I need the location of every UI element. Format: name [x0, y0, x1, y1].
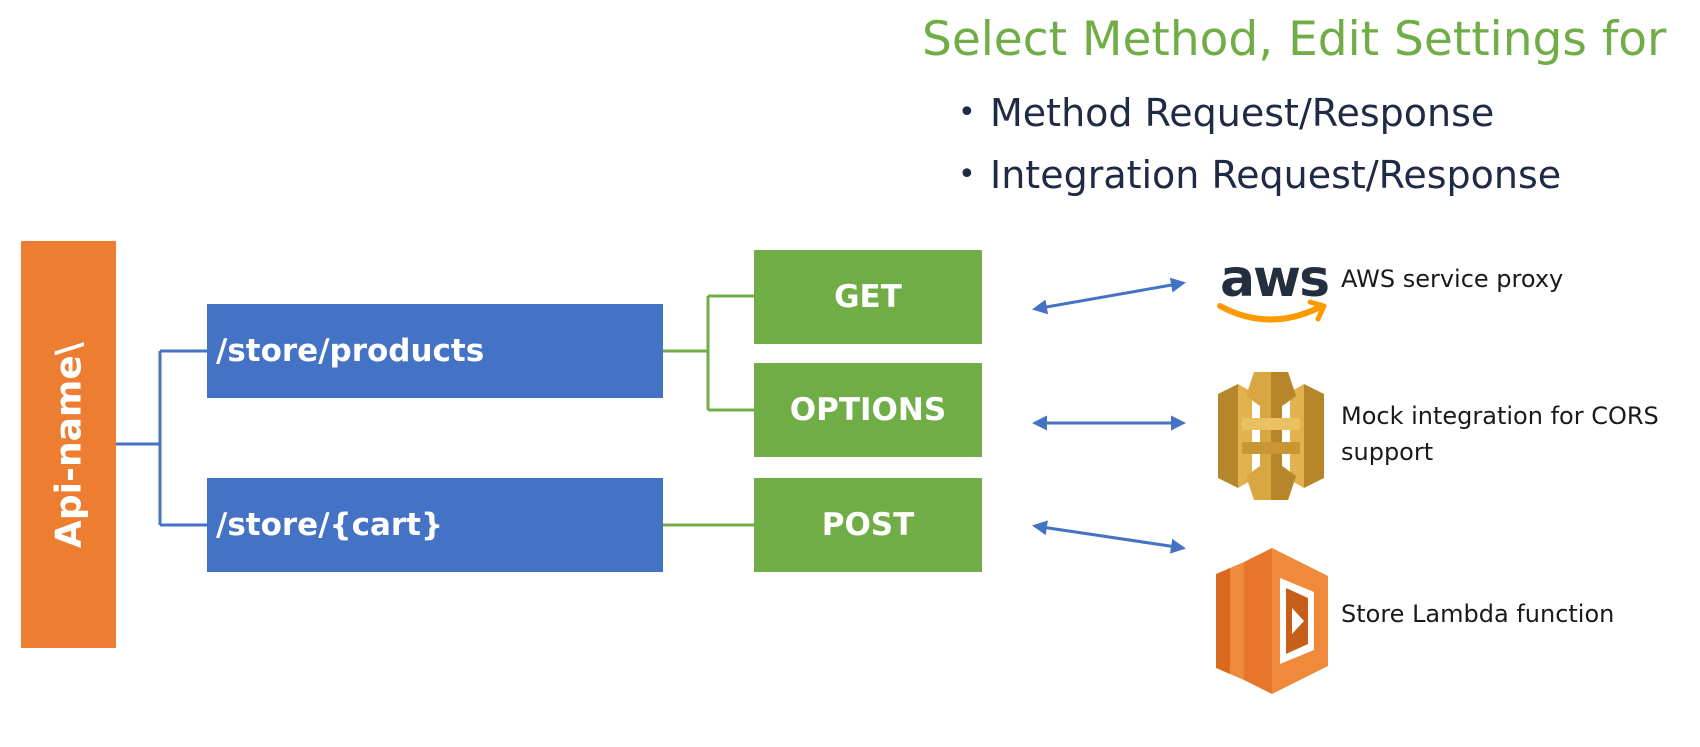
svg-text:aws: aws [1220, 249, 1328, 309]
method-post: POST [754, 478, 982, 572]
api-gateway-icon [1218, 372, 1324, 500]
post-integration-arrow [1032, 520, 1186, 554]
aws-logo-icon: aws [1217, 249, 1330, 323]
mock-integration-label-line: Mock integration for CORS [1341, 402, 1659, 430]
mock-integration-label-line: support [1341, 438, 1434, 466]
method-integration-arrows [1032, 277, 1186, 554]
method-options: OPTIONS [754, 363, 982, 457]
settings-list-item: • Method Request/Response [958, 82, 1561, 144]
lambda-icon [1216, 548, 1328, 694]
bullet-dot-icon: • [958, 95, 976, 130]
api-name-box: Api-name\ [21, 241, 116, 648]
api-name-label: Api-name\ [48, 341, 89, 548]
lambda-function-label: Store Lambda function [1341, 600, 1615, 628]
bullet-dot-icon: • [958, 157, 976, 192]
settings-list: • Method Request/Response • Integration … [958, 82, 1562, 206]
mock-integration-label: Mock integration for CORS support [1341, 398, 1659, 470]
settings-list-item-label: Method Request/Response [990, 91, 1495, 135]
resource-store-products: /store/products [207, 304, 663, 398]
resource-to-method-connector [663, 294, 754, 527]
get-integration-arrow [1032, 277, 1186, 315]
api-to-resource-connector [116, 349, 207, 527]
settings-list-item-label: Integration Request/Response [990, 153, 1562, 197]
diagram-heading: Select Method, Edit Settings for [922, 12, 1667, 67]
method-get: GET [754, 250, 982, 344]
resource-store-cart: /store/{cart} [207, 478, 663, 572]
aws-service-proxy-label: AWS service proxy [1341, 265, 1564, 293]
settings-list-item: • Integration Request/Response [958, 144, 1562, 206]
